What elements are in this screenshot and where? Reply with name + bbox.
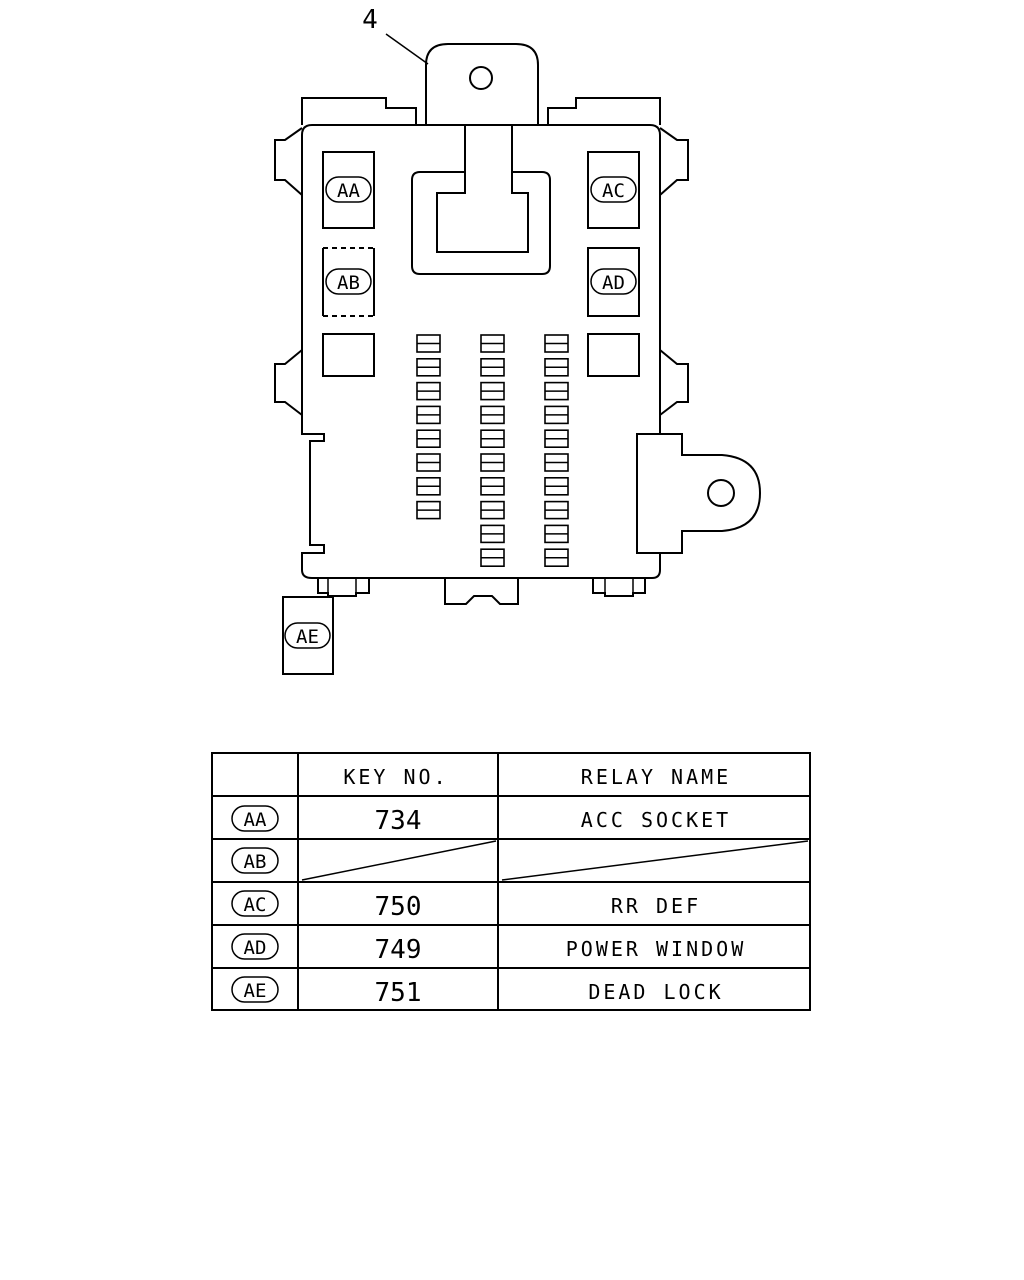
table-row: AD 749 POWER WINDOW	[231, 933, 747, 965]
empty-name-slash	[501, 840, 809, 881]
table-row: AA 734 ACC SOCKET	[231, 805, 731, 836]
label-oval	[231, 890, 279, 917]
relay-code: AB	[337, 272, 360, 294]
callout-number: 4	[362, 5, 378, 35]
relay-code: AE	[296, 626, 319, 648]
label-oval	[590, 268, 637, 295]
relay-table: KEY NO. RELAY NAME AA 734 ACC SOCKET AB …	[211, 752, 811, 1011]
relay-code: AC	[602, 180, 625, 202]
header-key-no: KEY NO.	[343, 765, 448, 789]
row-key-no: 751	[375, 978, 422, 1008]
row-relay-name: ACC SOCKET	[581, 808, 731, 832]
label-oval	[231, 933, 279, 960]
label-oval	[590, 176, 637, 203]
row-relay-name: POWER WINDOW	[566, 937, 747, 961]
row-key-no: 749	[375, 935, 422, 965]
relay-slot-ab: AB	[322, 247, 375, 317]
callout-leader	[385, 33, 429, 65]
empty-key-slash	[301, 840, 497, 881]
table-header: KEY NO. RELAY NAME	[343, 765, 731, 789]
table-row: AE 751 DEAD LOCK	[231, 976, 723, 1008]
relay-slot-ae: AE	[282, 596, 334, 675]
relay-slot-aa: AA	[322, 151, 375, 229]
row-key-no: 750	[375, 892, 422, 922]
label-oval	[325, 268, 372, 295]
label-oval	[231, 976, 279, 1003]
relay-code: AA	[337, 180, 360, 202]
label-oval	[325, 176, 372, 203]
label-oval	[231, 847, 279, 874]
table-row: AC 750 RR DEF	[231, 890, 701, 922]
row-code: AB	[244, 851, 267, 873]
label-oval	[231, 805, 279, 832]
header-relay-name: RELAY NAME	[581, 765, 731, 789]
fuse-columns	[416, 334, 569, 568]
row-code: AD	[244, 937, 267, 959]
row-relay-name: DEAD LOCK	[588, 980, 723, 1004]
row-code: AE	[244, 980, 267, 1002]
label-oval	[284, 622, 331, 649]
table-row: AB	[231, 840, 809, 881]
row-code: AA	[244, 809, 267, 831]
relay-slot-ad: AD	[587, 247, 640, 317]
fuse-box-body	[274, 43, 762, 605]
row-relay-name: RR DEF	[611, 894, 701, 918]
row-code: AC	[244, 894, 267, 916]
relay-slot-ac: AC	[587, 151, 640, 229]
relay-code: AD	[602, 272, 625, 294]
row-key-no: 734	[375, 806, 422, 836]
